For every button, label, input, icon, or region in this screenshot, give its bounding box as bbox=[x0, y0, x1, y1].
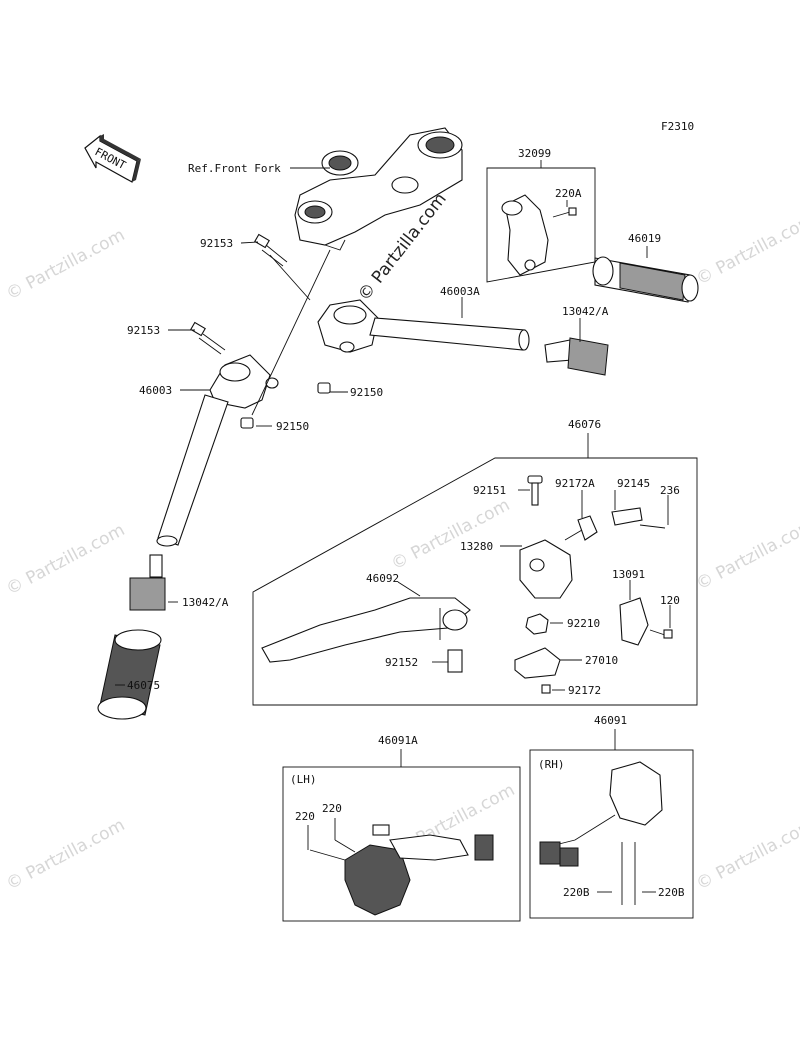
clutch-switch bbox=[514, 647, 561, 679]
part-label: 46091A bbox=[378, 734, 418, 747]
part-label: 92153 bbox=[127, 324, 160, 337]
collar bbox=[447, 649, 463, 673]
part-label: 92172 bbox=[568, 684, 601, 697]
ref-front-fork-label: Ref.Front Fork bbox=[188, 162, 281, 175]
part-label: 46003A bbox=[440, 285, 480, 298]
watermark: © Partzilla.com bbox=[3, 520, 128, 599]
part-label: 220 bbox=[322, 802, 342, 815]
part-label: 13091 bbox=[612, 568, 645, 581]
part-label: 220B bbox=[658, 886, 685, 899]
part-label: 220B bbox=[563, 886, 590, 899]
front-arrow-icon: FRONT bbox=[84, 134, 141, 183]
part-label: 13042/A bbox=[562, 305, 609, 318]
watermark: © Partzilla.com bbox=[3, 225, 128, 304]
clutch-lever bbox=[261, 597, 471, 663]
rh-switch-box bbox=[529, 729, 694, 919]
part-label: 220 bbox=[295, 810, 315, 823]
top-triple-clamp bbox=[294, 127, 463, 251]
part-label: 46091 bbox=[594, 714, 627, 727]
nut-icon bbox=[240, 417, 254, 429]
part-label: 13280 bbox=[460, 540, 493, 553]
bolt-icon bbox=[190, 321, 226, 355]
part-label: 46076 bbox=[568, 418, 601, 431]
nut-icon bbox=[525, 613, 549, 635]
part-label: 46019 bbox=[628, 232, 661, 245]
part-label: 220A bbox=[555, 187, 582, 200]
part-label: 92151 bbox=[473, 484, 506, 497]
part-label: 46092 bbox=[366, 572, 399, 585]
lever-perch bbox=[519, 539, 573, 599]
part-label: 236 bbox=[660, 484, 680, 497]
bar-end-weight bbox=[544, 337, 609, 376]
lh-switch-box bbox=[282, 749, 521, 922]
left-handlebar bbox=[156, 354, 279, 547]
part-label: 120 bbox=[660, 594, 680, 607]
screw-icon bbox=[541, 684, 551, 694]
part-label: 13042/A bbox=[182, 596, 229, 609]
adjuster-knob bbox=[564, 515, 598, 541]
nut-icon bbox=[317, 382, 331, 394]
lever-assembly-box bbox=[252, 433, 698, 706]
part-label: 46003 bbox=[139, 384, 172, 397]
part-label: 27010 bbox=[585, 654, 618, 667]
watermark: © Partzilla.com bbox=[693, 515, 800, 594]
part-label: 32099 bbox=[518, 147, 551, 160]
watermark: © Partzilla.com bbox=[693, 210, 800, 289]
bolt-icon bbox=[527, 475, 543, 506]
part-label: 46075 bbox=[127, 679, 160, 692]
bar-end-weight-left bbox=[129, 554, 166, 611]
left-grip bbox=[97, 629, 162, 720]
part-labels: 32099 220A 46019 92153 46003A 13042/A 92… bbox=[127, 147, 685, 899]
part-label: 92210 bbox=[567, 617, 600, 630]
box-lh-label: (LH) bbox=[290, 773, 317, 786]
perch-clamp bbox=[619, 597, 673, 646]
part-label: 92153 bbox=[200, 237, 233, 250]
bolt-icon bbox=[254, 233, 288, 267]
part-label: 92150 bbox=[350, 386, 383, 399]
throttle-housing-box bbox=[486, 160, 596, 283]
leader-lines bbox=[115, 241, 671, 893]
right-grip bbox=[592, 256, 699, 303]
watermark: © Partzilla.com bbox=[693, 815, 800, 894]
part-label: 92150 bbox=[276, 420, 309, 433]
box-rh-label: (RH) bbox=[538, 758, 565, 771]
right-handlebar bbox=[317, 299, 530, 353]
figure-code: F2310 bbox=[661, 120, 694, 133]
watermark: © Partzilla.com bbox=[3, 815, 128, 894]
switch-clip bbox=[611, 507, 666, 529]
part-label: 92145 bbox=[617, 477, 650, 490]
part-label: 92152 bbox=[385, 656, 418, 669]
part-label: 92172A bbox=[555, 477, 595, 490]
